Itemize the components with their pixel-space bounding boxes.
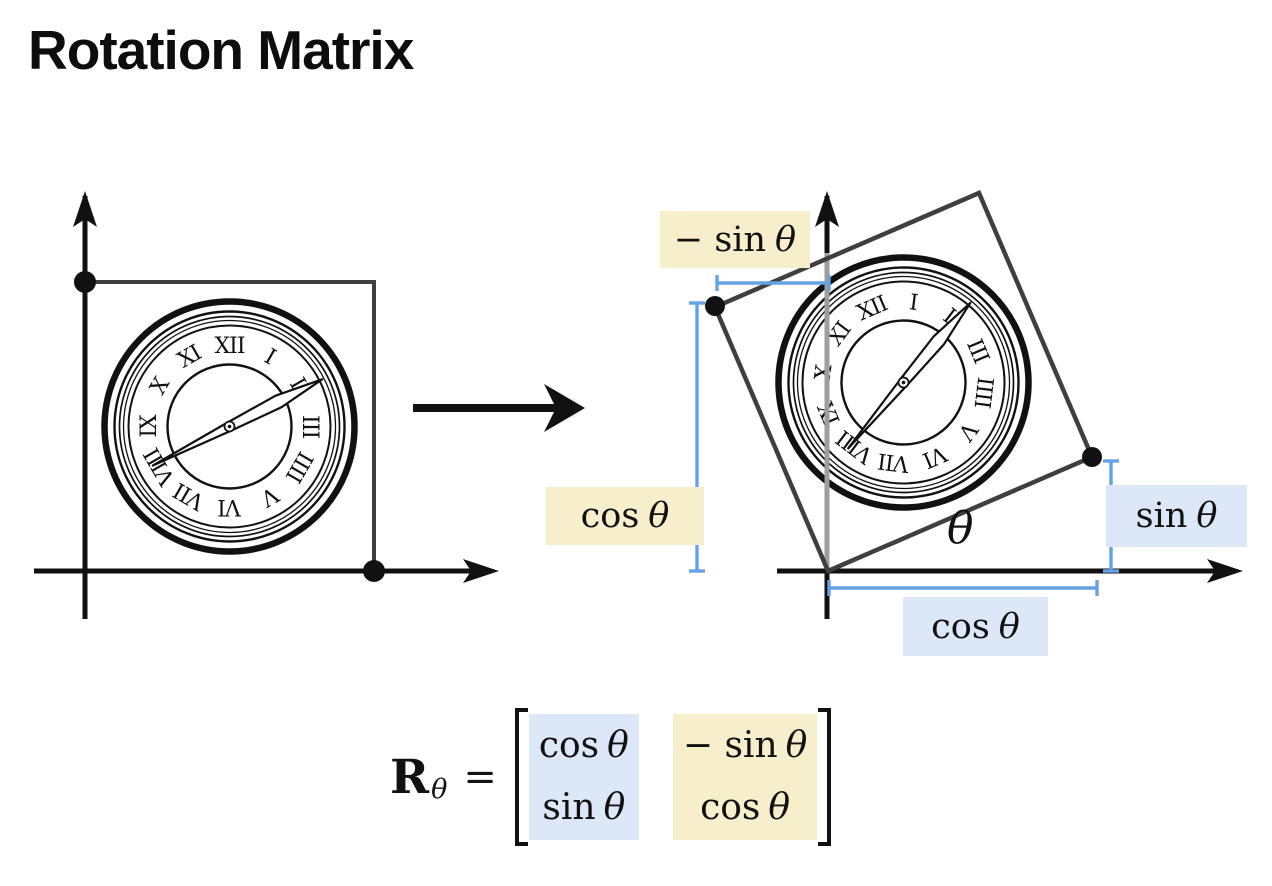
svg-text:X: X [811, 363, 838, 382]
corner-point-bottom-right [363, 560, 385, 582]
page-title: Rotation Matrix [28, 19, 414, 81]
y-axis-arrow-icon [73, 191, 97, 227]
svg-text:III: III [297, 415, 322, 438]
rotated-clock-image: XIIIIIIIIIIIIVVIVIIVIIIIXXXI [775, 254, 1032, 511]
corner-point-right [1082, 447, 1102, 467]
y-axis-arrow-icon [815, 191, 839, 227]
x-axis-arrow-icon [1207, 559, 1243, 583]
svg-text:IX: IX [137, 414, 162, 438]
measurement-lines [689, 275, 1119, 596]
corner-point-left [705, 296, 725, 316]
label-theta-angle: θ [947, 503, 974, 554]
equals-sign: = [463, 754, 497, 800]
matrix-subscript: θ [431, 773, 448, 805]
svg-text:IIII: IIII [969, 375, 998, 409]
clock-image: XIIIIIIIIIIIIVVIVIIVIIIIXXXI [101, 298, 358, 555]
svg-text:XII: XII [214, 334, 244, 359]
corner-point-top-left [74, 271, 96, 293]
svg-text:VII: VII [877, 448, 911, 477]
transform-arrow-icon [413, 384, 585, 432]
rotated-figure: XIIIIIIIIIIIIVVIVIIVIIIIXXXI [689, 190, 1243, 619]
svg-text:I: I [908, 290, 919, 316]
x-axis-arrow-icon [463, 559, 499, 583]
matrix-symbol: R [390, 749, 430, 805]
original-figure: XIIIIIIIIIIIIVVIVIIVIIIIXXXI [34, 191, 499, 619]
rotated-bounding-square [712, 190, 1095, 574]
equation-lhs: R θ = [390, 750, 497, 805]
left-bracket [514, 708, 528, 846]
right-bracket [818, 708, 832, 846]
svg-text:VI: VI [218, 494, 242, 519]
